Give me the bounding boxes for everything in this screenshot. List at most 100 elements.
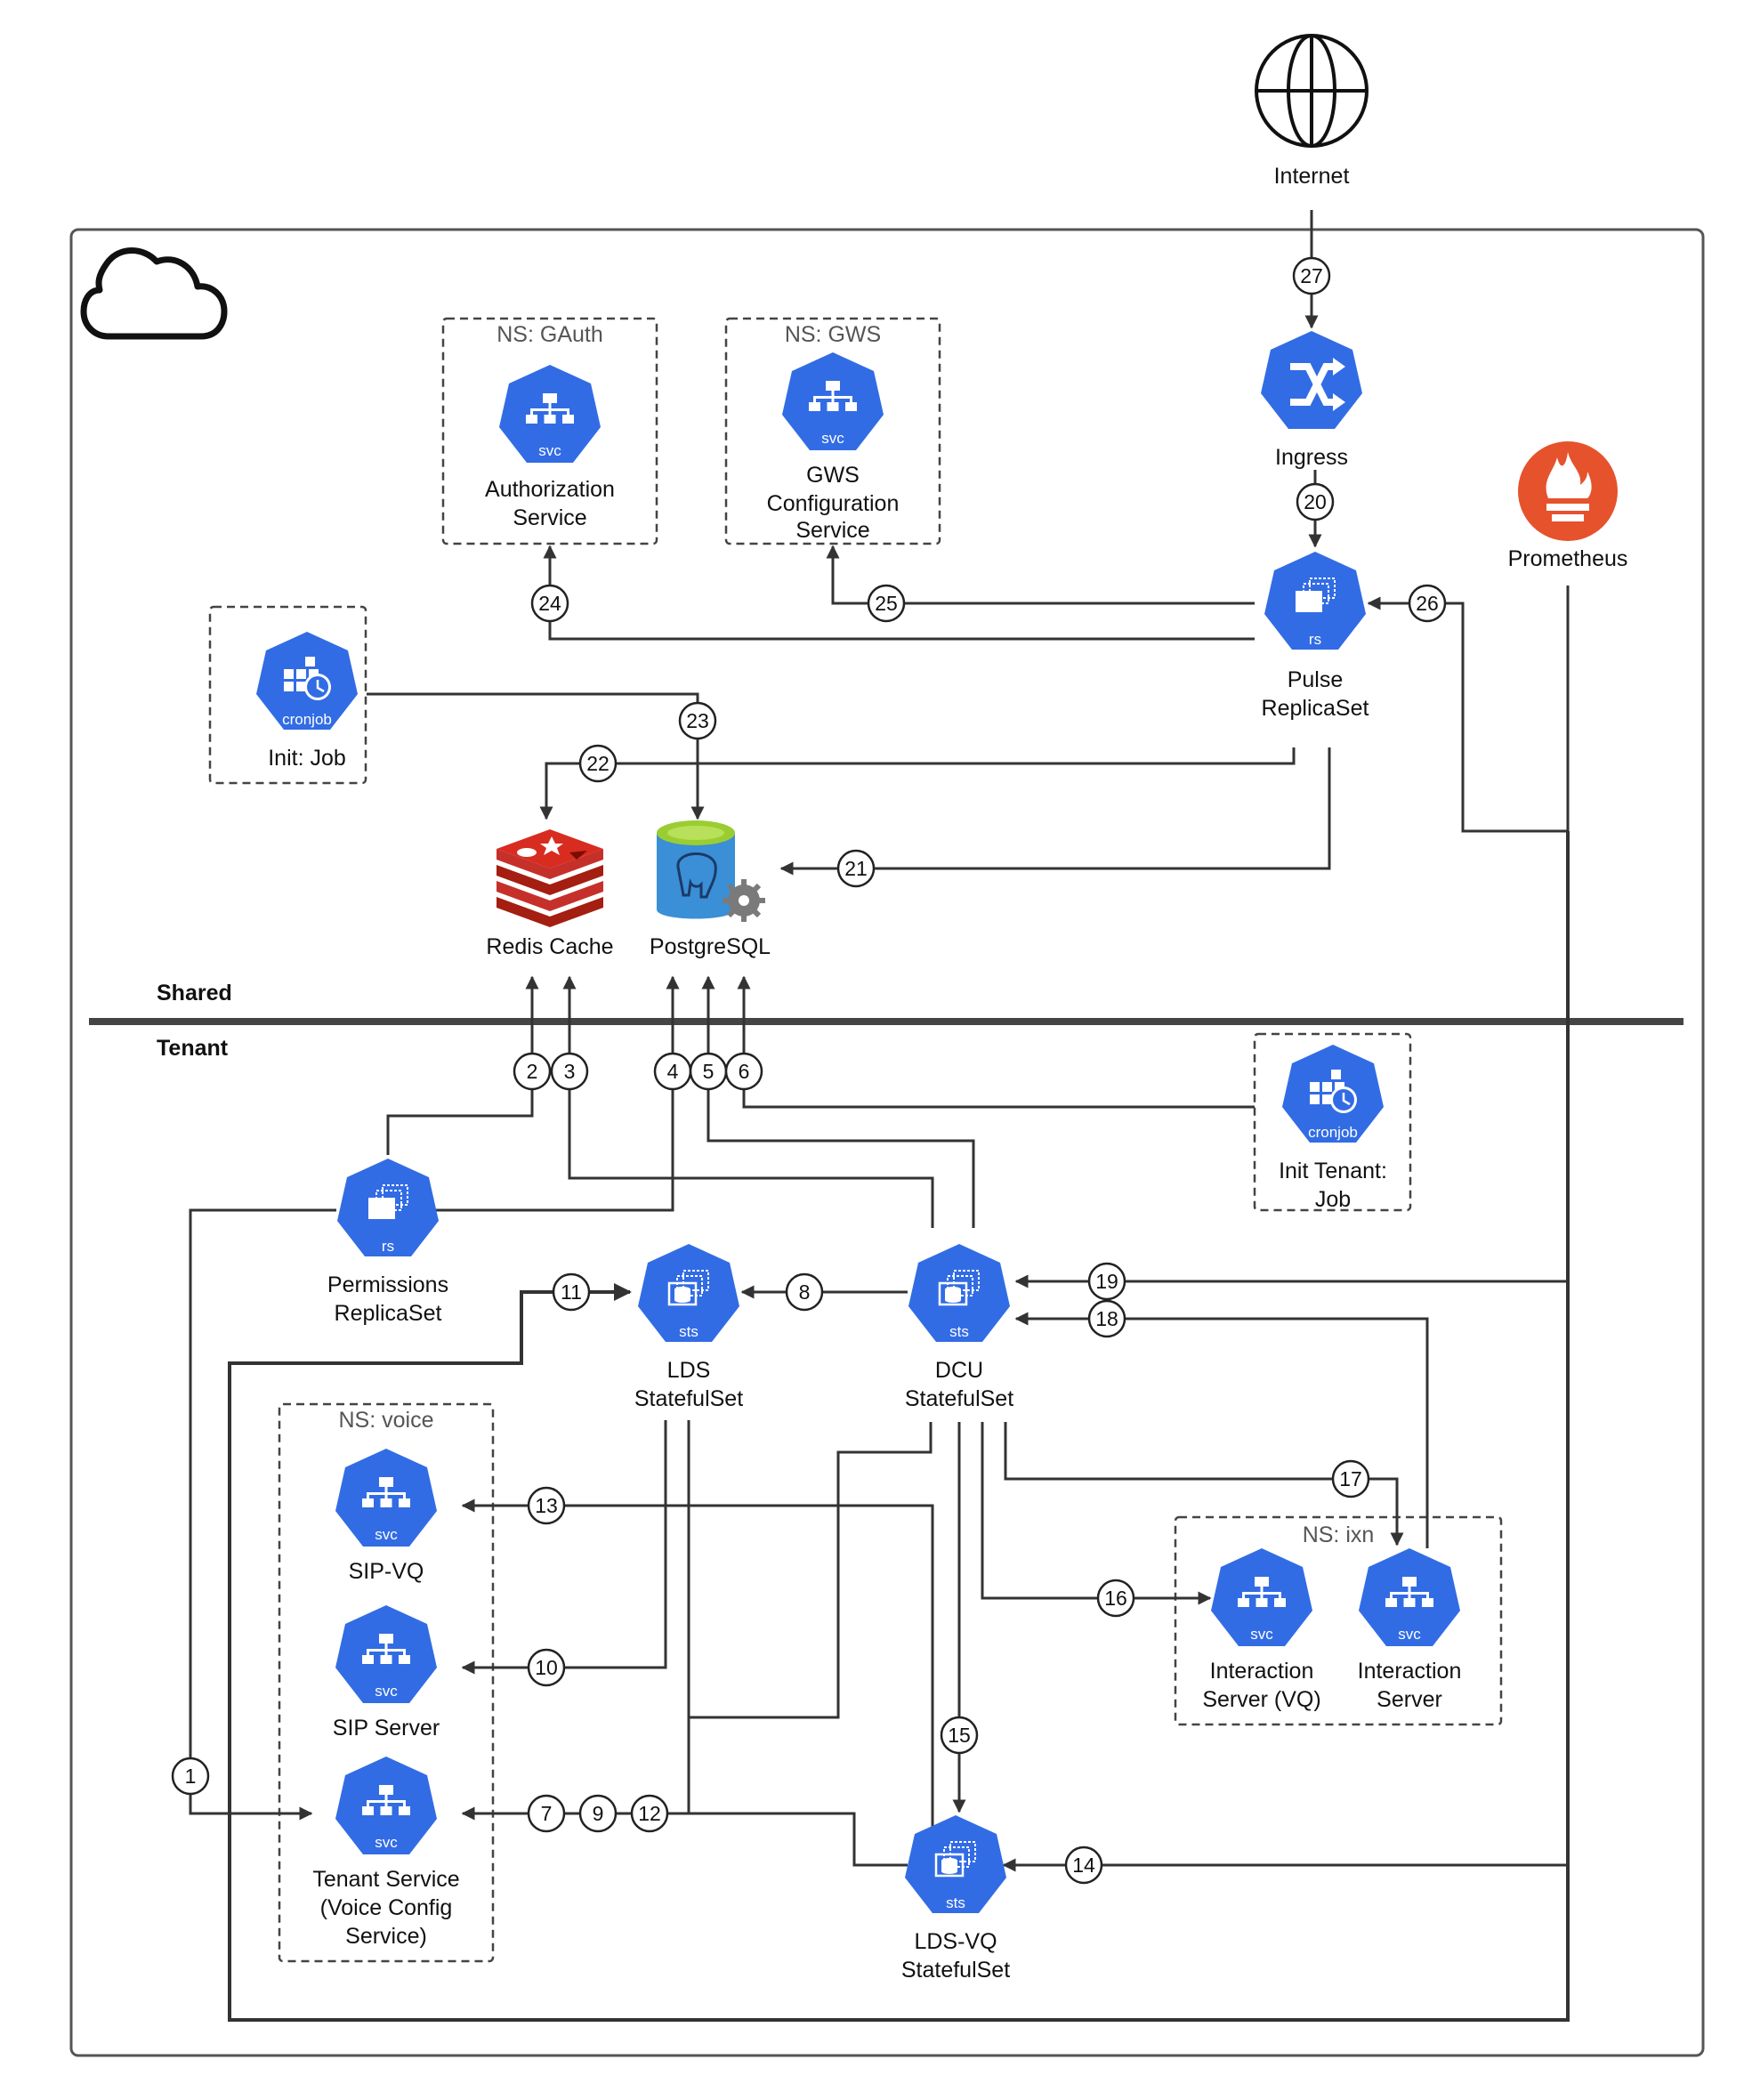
lds-vq-label-1: LDS-VQ	[914, 1929, 997, 1954]
prometheus-node: Prometheus	[1508, 441, 1628, 571]
gws-label-2: Configuration	[767, 491, 900, 516]
svg-text:rs: rs	[382, 1238, 394, 1255]
step-3: 3	[550, 1052, 589, 1091]
svg-text:1: 1	[185, 1765, 197, 1788]
init-tenant-job-node: cronjob Init Tenant: Job	[1279, 1045, 1387, 1212]
pulse-label-1: Pulse	[1288, 667, 1344, 692]
interaction-vq-label-2: Server (VQ)	[1202, 1687, 1320, 1712]
step-24: 24	[530, 584, 569, 623]
sip-vq-node: svc SIP-VQ	[335, 1449, 437, 1584]
svg-text:21: 21	[844, 857, 868, 880]
redis-cache-node: Redis Cache	[486, 829, 614, 959]
prometheus-label: Prometheus	[1508, 546, 1628, 571]
svg-text:svc: svc	[821, 430, 844, 447]
lds-label-1: LDS	[667, 1358, 711, 1383]
init-job-node: cronjob Init: Job	[256, 632, 358, 771]
permissions-label-1: Permissions	[327, 1272, 448, 1297]
svg-text:svc: svc	[375, 1683, 398, 1700]
svg-text:18: 18	[1095, 1307, 1118, 1330]
init-tenant-label-2: Job	[1315, 1187, 1351, 1212]
globe-icon	[1255, 34, 1369, 148]
svg-text:13: 13	[535, 1494, 558, 1517]
svg-text:22: 22	[586, 752, 610, 775]
lds-statefulset-node: sts LDS StatefulSet	[634, 1244, 743, 1411]
tenant-service-label-2: (Voice Config	[320, 1895, 453, 1920]
ns-ixn-label: NS: ixn	[1303, 1522, 1375, 1547]
step-16: 16	[1096, 1579, 1135, 1618]
svg-text:17: 17	[1339, 1467, 1362, 1490]
lds-vq-statefulset-node: sts LDS-VQ StatefulSet	[901, 1815, 1010, 1983]
step-26: 26	[1408, 584, 1447, 623]
step-12: 12	[630, 1794, 669, 1833]
ingress-node: Ingress	[1261, 331, 1362, 470]
step-13: 13	[527, 1486, 566, 1525]
svg-text:9: 9	[593, 1802, 604, 1825]
step-11: 11	[552, 1272, 591, 1312]
svg-text:svc: svc	[375, 1834, 398, 1851]
svg-text:2: 2	[527, 1060, 538, 1083]
svg-text:svc: svc	[1250, 1626, 1273, 1643]
step-4: 4	[653, 1052, 692, 1091]
step-2: 2	[513, 1052, 552, 1091]
ns-gws-box	[724, 317, 941, 545]
sip-server-label: SIP Server	[333, 1716, 440, 1741]
authorization-label-2: Service	[513, 505, 586, 530]
svg-text:6: 6	[739, 1060, 750, 1083]
lds-vq-label-2: StatefulSet	[901, 1958, 1010, 1983]
step-18: 18	[1087, 1299, 1126, 1338]
step-14: 14	[1064, 1846, 1103, 1885]
internet-node: Internet	[1255, 34, 1369, 189]
step-25: 25	[867, 584, 906, 623]
svg-text:10: 10	[535, 1656, 558, 1679]
dcu-statefulset-node: sts DCU StatefulSet	[905, 1244, 1013, 1411]
svg-text:cronjob: cronjob	[282, 711, 332, 728]
authorization-label-1: Authorization	[485, 477, 615, 502]
svg-text:14: 14	[1072, 1854, 1095, 1877]
init-tenant-job-box	[1253, 1032, 1412, 1212]
postgresql-label: PostgreSQL	[650, 934, 771, 959]
svg-text:24: 24	[538, 592, 561, 615]
lds-label-2: StatefulSet	[634, 1386, 743, 1411]
ns-gws-label: NS: GWS	[785, 322, 881, 347]
step-8: 8	[785, 1272, 824, 1312]
svg-text:svc: svc	[538, 442, 561, 459]
interaction-server-node: svc Interaction Server	[1358, 1548, 1461, 1712]
ingress-label: Ingress	[1275, 445, 1348, 470]
svg-text:11: 11	[561, 1280, 582, 1304]
interaction-server-vq-node: svc Interaction Server (VQ)	[1202, 1548, 1321, 1712]
dcu-label-2: StatefulSet	[905, 1386, 1013, 1411]
step-markers: 27 20 24 25 26 23 22 21 2 3 4 5 6 11 8 1…	[171, 256, 1447, 1885]
step-9: 9	[578, 1794, 618, 1833]
svg-text:23: 23	[686, 709, 709, 732]
permissions-label-2: ReplicaSet	[335, 1301, 442, 1326]
internet-label: Internet	[1274, 164, 1350, 189]
svg-text:15: 15	[948, 1724, 971, 1747]
svg-text:8: 8	[799, 1280, 811, 1304]
step-17: 17	[1331, 1459, 1370, 1498]
interaction-vq-label-1: Interaction	[1210, 1659, 1314, 1684]
svg-text:sts: sts	[946, 1894, 965, 1911]
gws-label-3: Service	[795, 518, 869, 543]
svg-text:16: 16	[1104, 1587, 1127, 1610]
svg-text:25: 25	[875, 592, 898, 615]
pulse-replicaset-node: rs Pulse ReplicaSet	[1262, 552, 1369, 721]
gws-label-1: GWS	[806, 463, 860, 488]
permissions-replicaset-node: rs Permissions ReplicaSet	[327, 1159, 448, 1326]
cloud-boundary	[69, 228, 1705, 2057]
step-23: 23	[678, 701, 717, 740]
tenant-service-label-3: Service)	[345, 1924, 427, 1949]
svg-text:26: 26	[1416, 592, 1439, 615]
svg-text:19: 19	[1095, 1270, 1118, 1293]
ns-ixn-box	[1174, 1515, 1503, 1726]
step-6: 6	[724, 1052, 763, 1091]
step-10: 10	[527, 1648, 566, 1687]
zone-label-tenant: Tenant	[157, 1036, 229, 1061]
tenant-service-node: svc Tenant Service (Voice Config Service…	[312, 1757, 460, 1949]
interaction-label-2: Server	[1377, 1687, 1442, 1712]
svg-text:5: 5	[703, 1060, 715, 1083]
step-21: 21	[836, 849, 876, 888]
step-22: 22	[578, 744, 618, 783]
svg-text:20: 20	[1304, 490, 1327, 513]
step-20: 20	[1296, 482, 1335, 521]
